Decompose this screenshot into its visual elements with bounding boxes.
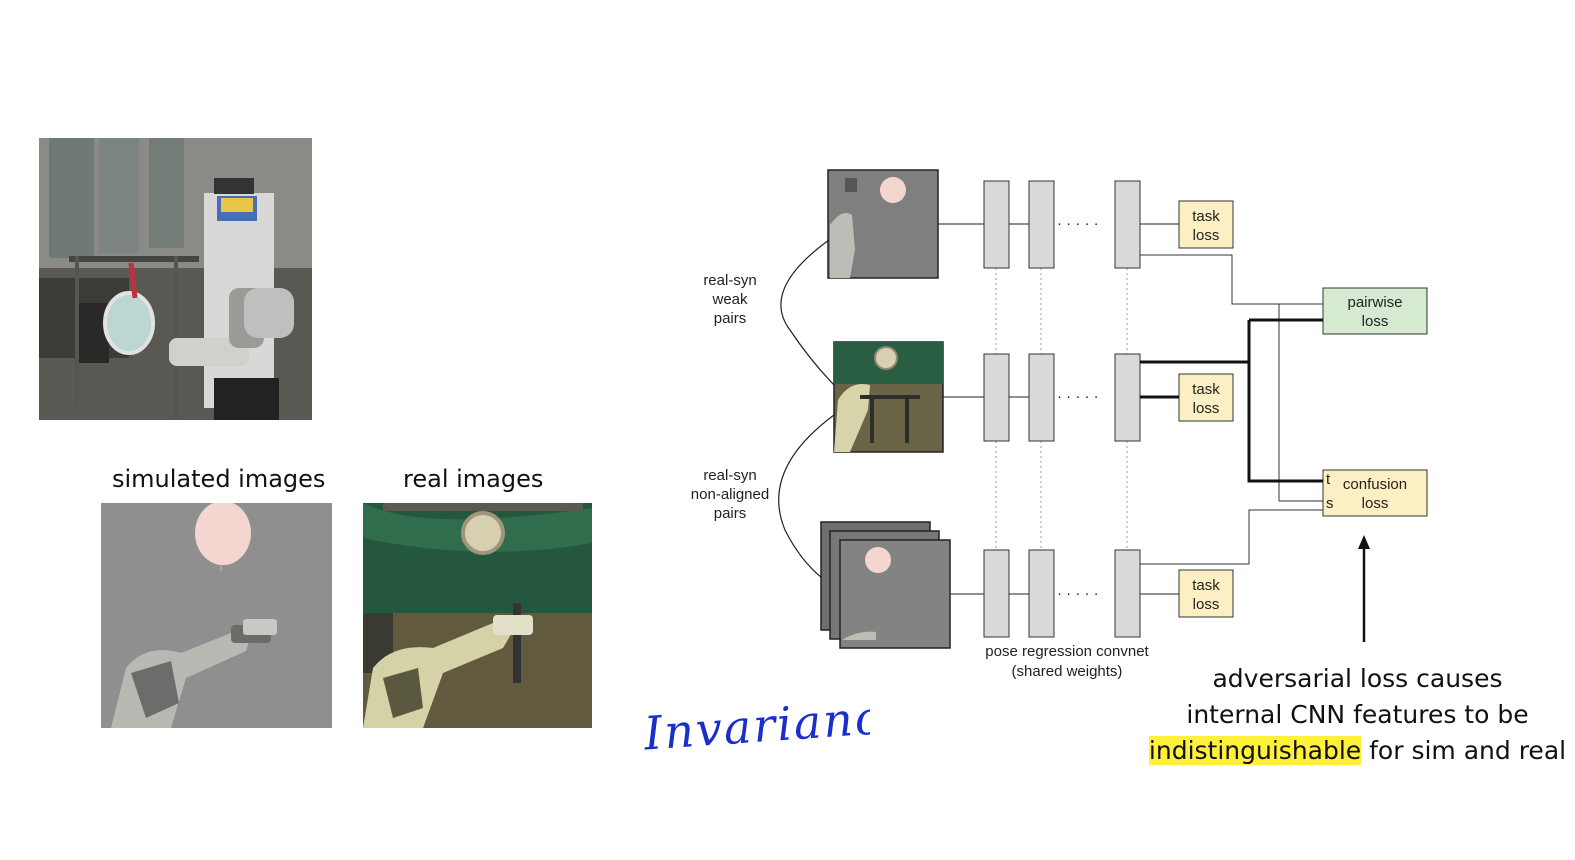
task-loss-row3: task loss	[1178, 569, 1234, 618]
task-loss-row2: task loss	[1178, 373, 1234, 422]
input-image-stack-bottom	[820, 521, 951, 649]
layer-row2-b	[1028, 353, 1055, 442]
robot-photo	[39, 138, 312, 420]
svg-text:pairwise: pairwise	[1347, 294, 1402, 311]
weak-pairs-label-2: weak	[711, 291, 748, 308]
ellipsis-row2: · · · · ·	[1057, 388, 1099, 405]
weak-pairs-label-1: real-syn	[703, 272, 756, 289]
note-line-3-tail: for sim and real	[1361, 736, 1567, 765]
pairwise-loss-box: pairwise loss	[1322, 287, 1428, 335]
ellipsis-row3: · · · · ·	[1057, 585, 1099, 602]
svg-text:task: task	[1192, 577, 1220, 594]
convnet-caption-1: pose regression convnet	[985, 643, 1149, 660]
weak-pairs-connector	[780, 239, 835, 386]
svg-text:loss: loss	[1362, 495, 1389, 512]
svg-text:loss: loss	[1193, 400, 1220, 417]
weak-pairs-label-3: pairs	[714, 310, 747, 327]
input-image-sim-top	[827, 169, 939, 279]
adversarial-note: adversarial loss causes internal CNN fea…	[1140, 661, 1575, 769]
non-aligned-pairs-label-2: non-aligned	[691, 486, 769, 503]
ellipsis-row1: · · · · ·	[1057, 215, 1099, 232]
layer-row1-b	[1028, 180, 1055, 269]
svg-text:loss: loss	[1193, 227, 1220, 244]
input-image-real-middle	[833, 341, 944, 453]
real-images-caption: real images	[403, 465, 544, 493]
handwritten-invariance: Invariance	[640, 688, 913, 763]
layer-row3-c	[1114, 549, 1141, 638]
annotation-arrow	[1358, 535, 1370, 642]
simulated-image	[101, 503, 332, 728]
layer-row1-a	[983, 180, 1010, 269]
note-line-1: adversarial loss causes	[1212, 664, 1503, 693]
simulated-images-caption: simulated images	[112, 465, 326, 493]
highlighted-word: indistinguishable	[1148, 736, 1362, 765]
task-loss-row1: task loss	[1178, 200, 1234, 249]
shared-weight-lines	[995, 268, 1128, 550]
svg-text:confusion: confusion	[1343, 476, 1407, 493]
svg-text:task: task	[1192, 208, 1220, 225]
layer-row3-b	[1028, 549, 1055, 638]
convnet-caption-2: (shared weights)	[1012, 663, 1123, 680]
non-aligned-pairs-label-1: real-syn	[703, 467, 756, 484]
svg-text:t: t	[1326, 471, 1331, 488]
layer-row3-a	[983, 549, 1010, 638]
real-image	[363, 503, 592, 728]
svg-text:loss: loss	[1193, 596, 1220, 613]
svg-text:loss: loss	[1362, 313, 1389, 330]
layer-row2-a	[983, 353, 1010, 442]
layer-row2-c	[1114, 353, 1141, 442]
non-aligned-pairs-label-3: pairs	[714, 505, 747, 522]
non-aligned-pairs-connector	[778, 414, 835, 579]
confusion-loss-box: confusion loss t s	[1322, 469, 1428, 517]
svg-text:s: s	[1326, 495, 1334, 512]
layer-row1-c	[1114, 180, 1141, 269]
note-line-2: internal CNN features to be	[1186, 700, 1529, 729]
svg-text:task: task	[1192, 381, 1220, 398]
note-line-3: indistinguishable for sim and real	[1140, 733, 1575, 769]
